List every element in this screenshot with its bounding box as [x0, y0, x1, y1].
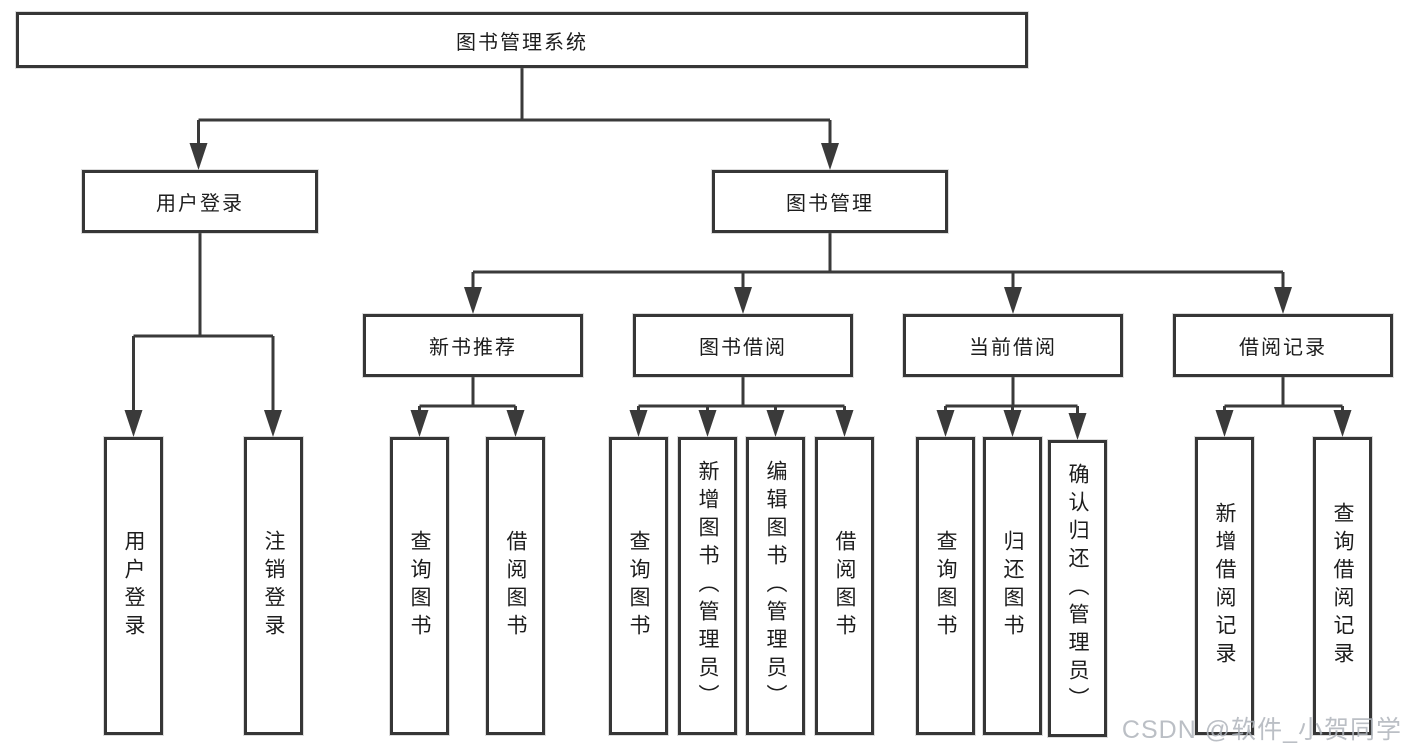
node-edit-book-admin: 编辑图书（管理员）	[746, 437, 805, 735]
node-label: 借阅图书	[504, 530, 527, 642]
node-leaf-logout: 注销登录	[244, 437, 303, 735]
node-leaf-user-login: 用户登录	[104, 437, 163, 735]
node-add-borrow-record: 新增借阅记录	[1195, 437, 1254, 735]
arrowheads	[124, 143, 1352, 440]
node-newbook-borrow-book: 借阅图书	[486, 437, 545, 735]
node-label: 借阅图书	[833, 530, 856, 642]
node-newbook-query-book: 查询图书	[390, 437, 449, 735]
node-label: 查询图书	[934, 530, 957, 642]
node-label: 查询图书	[627, 530, 650, 642]
node-current-query-book: 查询图书	[916, 437, 975, 735]
node-label: 新增借阅记录	[1213, 502, 1236, 670]
node-label: 归还图书	[1001, 530, 1024, 642]
node-confirm-return-admin: 确认归还（管理员）	[1048, 440, 1107, 737]
node-book-borrow: 图书借阅	[633, 314, 853, 377]
node-label: 用户登录	[156, 193, 244, 215]
node-label: 确认归还（管理员）	[1066, 462, 1089, 715]
node-label: 新增图书（管理员）	[696, 460, 719, 712]
node-new-book-recommend: 新书推荐	[363, 314, 583, 377]
node-label: 查询借阅记录	[1331, 502, 1354, 670]
node-query-borrow-record: 查询借阅记录	[1313, 437, 1372, 735]
node-label: 图书管理系统	[456, 31, 588, 54]
node-label: 用户登录	[122, 530, 145, 642]
node-current-borrow: 当前借阅	[903, 314, 1123, 377]
node-return-book: 归还图书	[983, 437, 1042, 735]
node-label: 新书推荐	[429, 337, 517, 359]
node-label: 注销登录	[262, 530, 285, 642]
csdn-watermark: CSDN @软件_小贺同学	[1121, 716, 1402, 744]
node-borrow-borrow-book: 借阅图书	[815, 437, 874, 735]
node-label: 编辑图书（管理员）	[764, 460, 787, 712]
node-borrow-record: 借阅记录	[1173, 314, 1393, 377]
node-borrow-query-book: 查询图书	[609, 437, 668, 735]
node-label: 借阅记录	[1239, 337, 1327, 359]
node-label: 图书借阅	[699, 337, 787, 359]
node-label: 查询图书	[408, 530, 431, 642]
node-system: 图书管理系统	[16, 12, 1028, 68]
node-label: 图书管理	[786, 193, 874, 215]
node-book-management: 图书管理	[712, 170, 948, 233]
node-user-login: 用户登录	[82, 170, 318, 233]
node-label: 当前借阅	[969, 337, 1057, 359]
node-add-book-admin: 新增图书（管理员）	[678, 437, 737, 735]
